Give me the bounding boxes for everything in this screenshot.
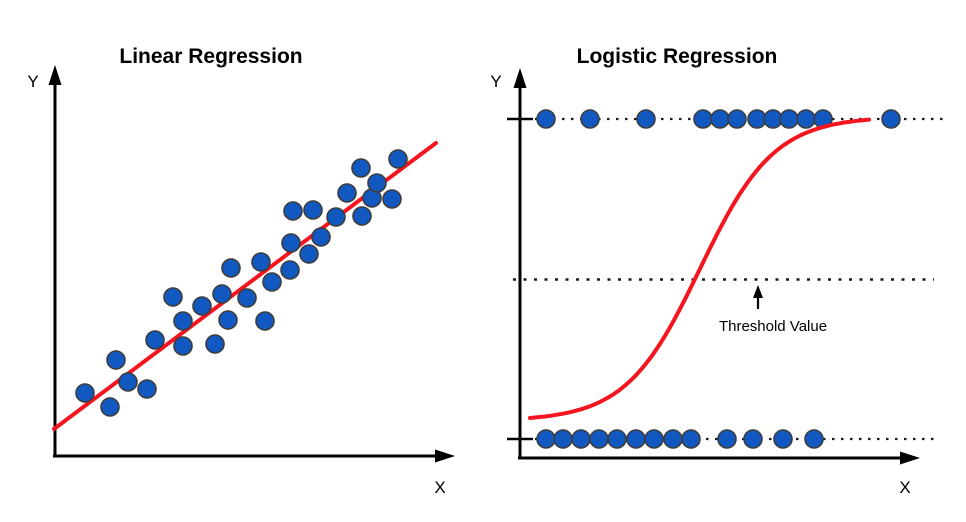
data-point <box>281 233 301 253</box>
threshold-arrowhead-icon <box>753 285 763 298</box>
x-axis-arrowhead-icon <box>435 449 455 463</box>
threshold-value-label: Threshold Value <box>719 318 827 335</box>
data-point <box>251 252 271 272</box>
data-point <box>773 429 793 449</box>
data-point <box>796 109 816 129</box>
sigmoid-curve <box>528 117 871 420</box>
data-point <box>743 429 763 449</box>
y-axis-arrowhead-icon <box>48 65 62 85</box>
linear-y-axis-label: Y <box>27 72 38 91</box>
data-point <box>299 244 319 264</box>
data-point <box>681 429 701 449</box>
data-point <box>727 109 747 129</box>
data-point <box>303 200 323 220</box>
data-point <box>663 429 683 449</box>
data-point <box>212 284 232 304</box>
data-point <box>536 429 556 449</box>
data-point <box>326 207 346 227</box>
data-point <box>255 311 275 331</box>
data-point <box>580 109 600 129</box>
class-top-dots <box>536 109 901 129</box>
logistic-x-axis-label: X <box>899 478 910 497</box>
scatter-points <box>75 149 408 417</box>
data-point <box>283 201 303 221</box>
data-point <box>75 383 95 403</box>
data-point <box>626 429 646 449</box>
data-point <box>881 109 901 129</box>
data-point <box>644 429 664 449</box>
y-axis-arrowhead-icon <box>513 68 527 88</box>
data-point <box>205 334 225 354</box>
data-point <box>553 429 573 449</box>
data-point <box>710 109 730 129</box>
data-point <box>100 397 120 417</box>
data-point <box>388 149 408 169</box>
data-point <box>311 227 331 247</box>
data-point <box>352 206 372 226</box>
data-point <box>145 330 165 350</box>
linear-x-axis-label: X <box>434 478 445 497</box>
data-point <box>192 296 212 316</box>
data-point <box>337 183 357 203</box>
data-point <box>280 260 300 280</box>
data-point <box>589 429 609 449</box>
data-point <box>137 379 157 399</box>
data-point <box>382 189 402 209</box>
data-point <box>571 429 591 449</box>
data-point <box>262 272 282 292</box>
data-point <box>173 336 193 356</box>
data-point <box>163 287 183 307</box>
data-point <box>173 311 193 331</box>
linear-regression-plot: Linear Regression Y X <box>27 45 455 497</box>
data-point <box>717 429 737 449</box>
data-point <box>636 109 656 129</box>
linear-plot-title: Linear Regression <box>119 45 302 68</box>
class-bottom-dots <box>536 429 824 449</box>
data-point <box>779 109 799 129</box>
logistic-regression-plot: Logistic Regression Y X Threshold Value <box>490 45 946 497</box>
data-point <box>536 109 556 129</box>
logistic-regression-render-layer <box>507 68 946 465</box>
linear-regression-render-layer <box>48 65 455 463</box>
x-axis-arrowhead-icon <box>900 451 920 465</box>
data-point <box>693 109 713 129</box>
data-point <box>237 288 257 308</box>
data-point <box>218 310 238 330</box>
data-point <box>351 158 371 178</box>
data-point <box>607 429 627 449</box>
logistic-plot-title: Logistic Regression <box>577 45 778 68</box>
data-point <box>221 258 241 278</box>
data-point <box>118 372 138 392</box>
data-point <box>106 350 126 370</box>
logistic-y-axis-label: Y <box>490 72 501 91</box>
data-point <box>367 173 387 193</box>
data-point <box>804 429 824 449</box>
